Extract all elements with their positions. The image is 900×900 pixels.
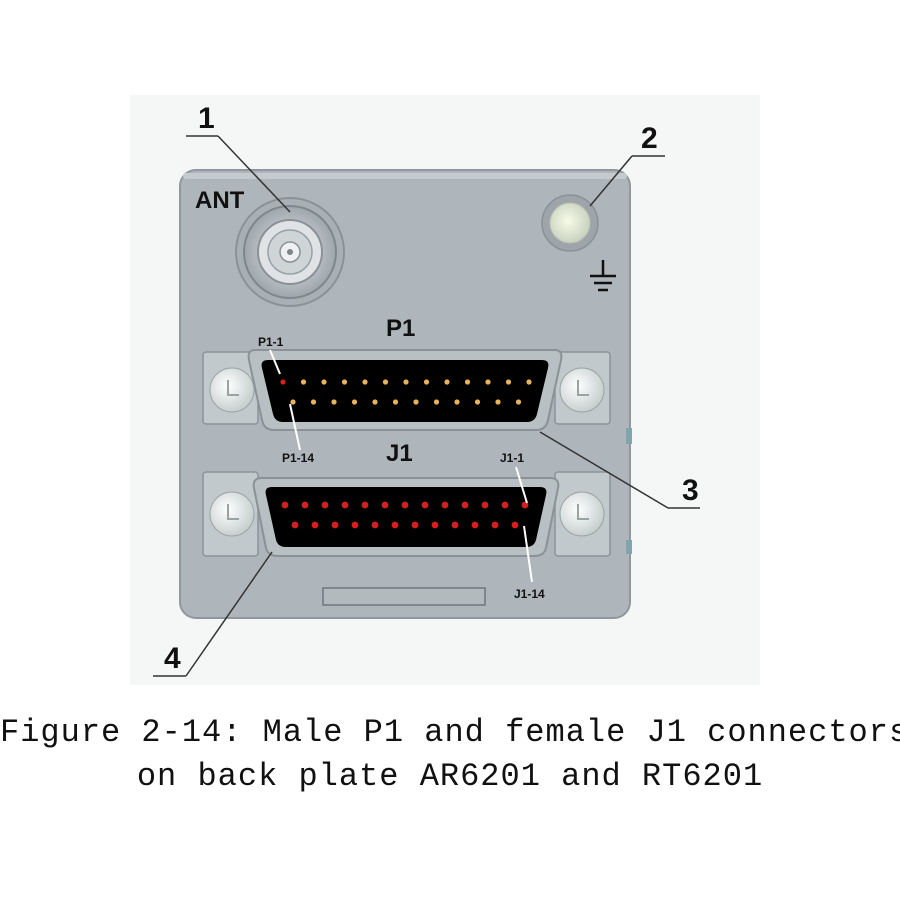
callout-3: 3 xyxy=(539,431,700,509)
p1-pin xyxy=(444,379,450,385)
j1-female-connector[interactable] xyxy=(252,477,560,557)
j1-socket xyxy=(281,501,289,509)
p1-male-connector[interactable] xyxy=(247,349,563,431)
p1-pin xyxy=(331,399,337,405)
p1-pin xyxy=(310,399,317,405)
j1-socket xyxy=(401,501,409,509)
j1-socket xyxy=(301,501,309,509)
j1-socket xyxy=(521,501,529,509)
svg-text:1: 1 xyxy=(198,102,215,135)
p1-pin xyxy=(403,379,409,385)
bnc-antenna-connector-icon[interactable] xyxy=(235,197,345,307)
j1-socket xyxy=(501,501,509,509)
p1-first-pin-label: P1-1 xyxy=(258,335,284,349)
j1-socket xyxy=(351,521,359,529)
p1-right-screw[interactable] xyxy=(554,351,611,425)
antenna-label: ANT xyxy=(195,187,245,214)
plate-edge-tab-lower xyxy=(626,540,632,554)
p1-pin xyxy=(300,379,307,385)
p1-pin xyxy=(341,379,348,385)
j1-socket xyxy=(391,521,399,529)
j1-socket xyxy=(361,501,369,509)
j1-last-pin-label: J1-14 xyxy=(514,587,545,601)
p1-pin xyxy=(454,399,460,405)
svg-text:4: 4 xyxy=(164,642,181,675)
j1-socket xyxy=(371,521,379,529)
p1-pin xyxy=(290,399,296,405)
p1-pin xyxy=(526,379,532,385)
j1-socket xyxy=(421,501,429,509)
p1-pin xyxy=(515,399,522,405)
j1-socket xyxy=(381,501,389,509)
j1-socket xyxy=(291,521,299,529)
p1-label: P1 xyxy=(386,315,415,342)
j1-last-pin-leader xyxy=(523,525,533,583)
svg-text:3: 3 xyxy=(682,474,699,507)
p1-pin xyxy=(433,399,440,405)
j1-socket xyxy=(341,501,349,509)
j1-socket xyxy=(411,521,419,529)
p1-pin xyxy=(413,399,419,405)
p1-last-pin-leader xyxy=(289,403,301,451)
figure-caption-line-2: on back plate AR6201 and RT6201 xyxy=(136,758,764,795)
p1-pin xyxy=(474,399,481,405)
p1-pin xyxy=(280,379,286,385)
j1-left-screw[interactable] xyxy=(202,471,259,557)
p1-pin xyxy=(392,399,399,405)
plate-slot xyxy=(322,587,486,606)
j1-first-pin-leader xyxy=(515,466,528,504)
p1-pin xyxy=(423,379,430,385)
j1-socket xyxy=(511,521,519,529)
plate-edge-tab-upper xyxy=(626,428,632,444)
svg-text:2: 2 xyxy=(641,122,658,155)
callout-2: 2 xyxy=(589,122,665,207)
p1-pin xyxy=(505,379,512,385)
figure-caption-line-1: Figure 2-14: Male P1 and female J1 conne… xyxy=(0,714,900,751)
j1-first-pin-label: J1-1 xyxy=(500,451,524,465)
j1-socket xyxy=(311,521,319,529)
j1-socket xyxy=(441,501,449,509)
j1-socket xyxy=(431,521,439,529)
j1-label: J1 xyxy=(386,440,413,467)
p1-pin xyxy=(362,379,368,385)
p1-pin xyxy=(485,379,491,385)
p1-pin xyxy=(372,399,378,405)
j1-right-screw[interactable] xyxy=(554,471,611,557)
j1-socket xyxy=(481,501,489,509)
j1-socket xyxy=(321,501,329,509)
p1-pin xyxy=(382,379,389,385)
callout-4: 4 xyxy=(153,551,273,677)
ground-symbol-icon xyxy=(590,260,616,292)
j1-socket xyxy=(471,521,479,529)
ground-stud[interactable] xyxy=(541,194,599,252)
callout-1: 1 xyxy=(186,102,291,213)
p1-pin xyxy=(495,399,501,405)
p1-first-pin-leader xyxy=(269,349,281,375)
p1-last-pin-label: P1-14 xyxy=(282,451,314,465)
j1-socket xyxy=(451,521,459,529)
j1-socket xyxy=(461,501,469,509)
j1-socket xyxy=(491,521,499,529)
p1-pin xyxy=(351,399,358,405)
j1-socket xyxy=(331,521,339,529)
p1-left-screw[interactable] xyxy=(202,351,259,425)
p1-pin xyxy=(321,379,327,385)
p1-pin xyxy=(464,379,471,385)
plate-edge-highlight xyxy=(183,173,627,179)
